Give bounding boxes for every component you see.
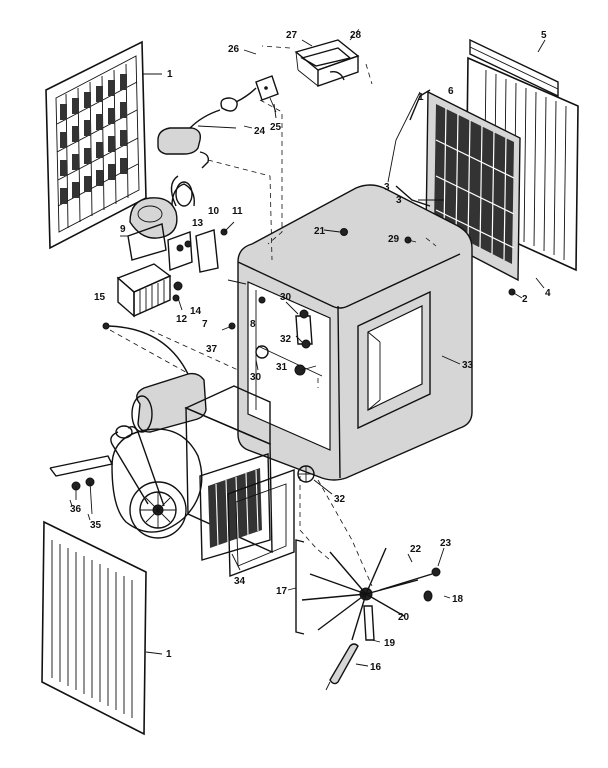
callout-35: 35	[90, 520, 102, 531]
callout-36: 36	[70, 504, 82, 515]
callout-32-upper: 32	[280, 334, 292, 345]
callout-30-lower: 30	[250, 372, 262, 383]
callout-1-bottom: 1	[166, 649, 172, 660]
callout-6: 6	[448, 86, 454, 97]
callout-26: 26	[228, 44, 240, 55]
alignment-lines	[109, 99, 437, 587]
callout-25: 25	[270, 122, 282, 133]
top-left-grille	[45, 40, 162, 250]
callout-11: 11	[232, 206, 243, 217]
callout-34: 34	[234, 576, 246, 587]
callout-12: 12	[176, 314, 188, 325]
callout-32-lower: 32	[334, 494, 346, 505]
callout-2: 2	[522, 294, 528, 305]
callout-19: 19	[384, 638, 396, 649]
bottom-left-grille	[41, 520, 163, 736]
water-distributor	[287, 539, 441, 691]
pump-assembly	[116, 175, 235, 318]
callout-16: 16	[370, 662, 382, 673]
callout-33: 33	[462, 360, 474, 371]
callout-29: 29	[388, 234, 400, 245]
callout-9: 9	[120, 224, 126, 235]
hub-part	[297, 465, 333, 495]
callout-15: 15	[94, 292, 106, 303]
water-pan-parts	[261, 27, 373, 87]
callout-13: 13	[192, 218, 204, 229]
callout-24: 24	[254, 126, 266, 137]
callout-22: 22	[410, 544, 422, 555]
main-cabinet	[221, 184, 473, 481]
blower-motor-assembly	[49, 322, 295, 578]
callout-18: 18	[452, 594, 464, 605]
callout-37: 37	[206, 344, 218, 355]
callout-17: 17	[276, 586, 288, 597]
callout-14: 14	[190, 306, 202, 317]
callout-5: 5	[541, 30, 547, 41]
callout-30-upper: 30	[280, 292, 292, 303]
callout-7: 7	[202, 319, 208, 330]
callout-28: 28	[350, 30, 362, 41]
callout-10: 10	[208, 206, 220, 217]
callout-3-left: 3	[384, 182, 390, 193]
callout-8: 8	[250, 319, 256, 330]
callout-labels: 1 1 1 2 3 3 4 5 6 7 8 9 10 11 12 13 14 1…	[70, 30, 551, 673]
callout-20: 20	[398, 612, 410, 623]
callout-27: 27	[286, 30, 298, 41]
callout-3-right: 3	[396, 195, 402, 206]
switch-and-cord	[157, 75, 279, 169]
callout-4: 4	[545, 288, 551, 299]
callout-23: 23	[440, 538, 452, 549]
callout-1-top-left: 1	[167, 69, 173, 80]
callout-21: 21	[314, 226, 326, 237]
callout-31: 31	[276, 362, 288, 373]
leader-lines	[69, 39, 461, 599]
callout-1-right: 1	[418, 92, 424, 103]
